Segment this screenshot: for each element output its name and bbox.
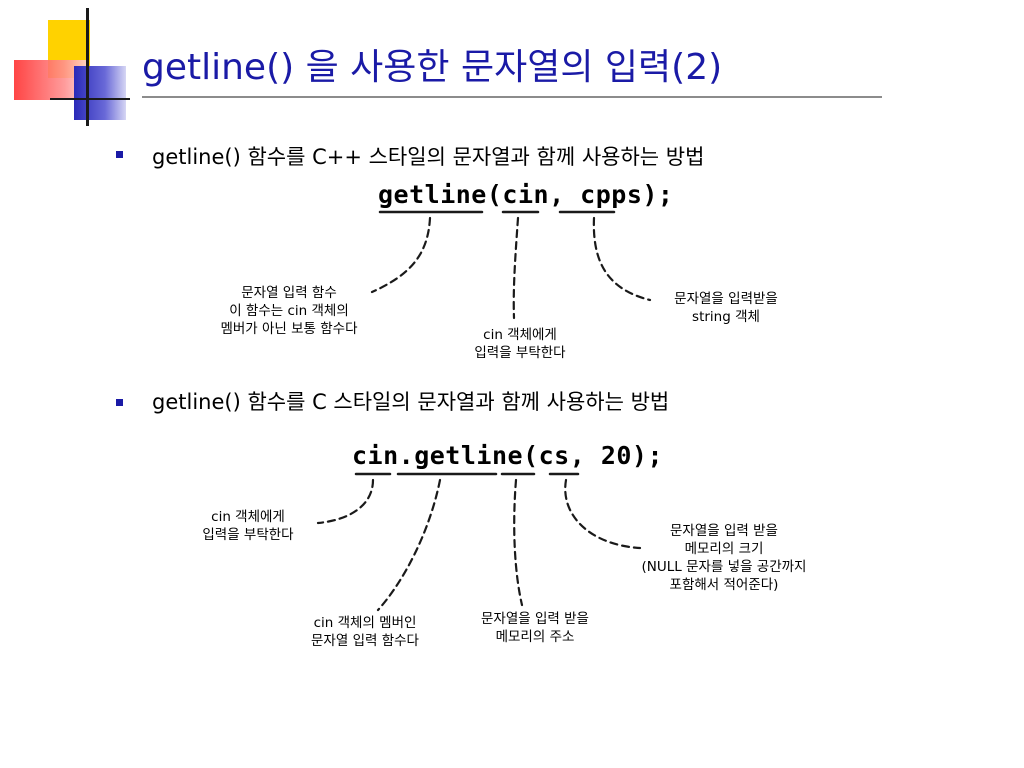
annotation-func: 문자열 입력 함수 이 함수는 cin 객체의 멤버가 아닌 보통 함수다 <box>220 285 358 337</box>
slide-title: getline() 을 사용한 문자열의 입력(2) <box>142 47 723 88</box>
bullet-square-icon <box>116 399 123 406</box>
annotation-string-var: 문자열을 입력받을 string 객체 <box>674 291 778 325</box>
deco-blue-square <box>74 66 126 120</box>
connector-cpps <box>592 216 652 302</box>
connector-getline <box>370 216 432 294</box>
annotation-cin2: cin 객체에게 입력을 부탁한다 <box>202 509 294 543</box>
bullet-2: getline() 함수를 C 스타일의 문자열과 함께 사용하는 방법 <box>152 390 670 414</box>
code-cin-getline: cin.getline(cs, 20); <box>352 441 664 470</box>
title-underline <box>142 96 882 98</box>
bullet-1: getline() 함수를 C++ 스타일의 문자열과 함께 사용하는 방법 <box>152 145 705 169</box>
connector-cs <box>513 478 524 607</box>
bullet-square-icon <box>116 151 123 158</box>
connector-cin <box>512 216 520 320</box>
connector-cin2 <box>316 478 375 525</box>
annotation-address: 문자열을 입력 받을 메모리의 주소 <box>481 611 589 645</box>
code-getline-cpp: getline(cin, cpps); <box>378 180 674 209</box>
connector-getline2 <box>376 478 442 612</box>
connector-20 <box>564 478 642 550</box>
annotation-member-func: cin 객체의 멤버인 문자열 입력 함수다 <box>311 615 419 649</box>
annotation-cin: cin 객체에게 입력을 부탁한다 <box>474 327 566 361</box>
annotation-size: 문자열을 입력 받을 메모리의 크기 (NULL 문자를 넣을 공간까지 포함해… <box>641 523 807 593</box>
deco-horizontal-line <box>50 98 130 100</box>
deco-vertical-line <box>86 8 89 126</box>
